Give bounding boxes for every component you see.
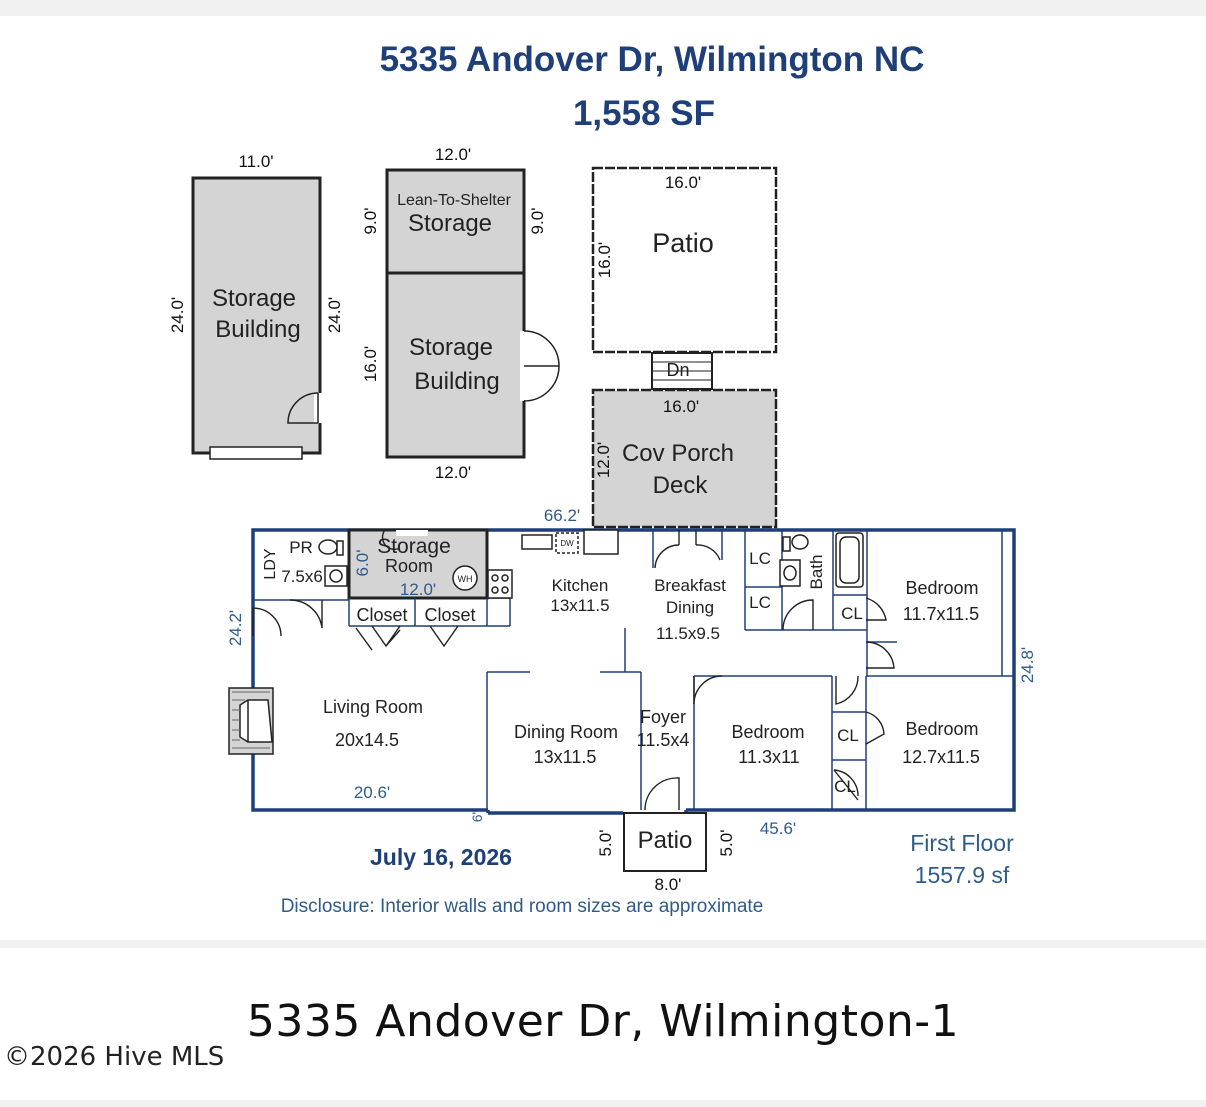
- dim-label: 16.0': [663, 397, 699, 416]
- room-label: Building: [414, 368, 499, 395]
- room-size: 11.5x4: [637, 730, 690, 750]
- room-label: Lean-To-Shelter: [397, 192, 512, 209]
- dim-label: 6': [469, 812, 485, 822]
- caption-bar: 5335 Andover Dr, Wilmington-1 ©2026 Hive…: [0, 948, 1206, 1100]
- room-label: CL: [834, 777, 856, 796]
- room-label: Dining Room: [514, 722, 618, 742]
- storage-building-left: 11.0' 24.0' 24.0' Storage Building: [168, 152, 344, 460]
- covered-porch: 16.0' 12.0' Cov Porch Deck: [591, 388, 778, 529]
- plan-title: 5335 Andover Dr, Wilmington NC: [380, 40, 925, 79]
- dim-label: 16.0': [665, 173, 701, 192]
- dim-label: 12.0': [400, 580, 436, 599]
- room-label: LC: [749, 549, 771, 568]
- house-floor-plan: WH DW LDY PR 7.5x6 Storage Room Closet C…: [226, 506, 1037, 838]
- room-label: Building: [215, 316, 300, 343]
- room-label: Dining: [666, 598, 714, 617]
- room-label: Closet: [356, 605, 407, 625]
- room-size: 13x11.5: [550, 596, 609, 615]
- dim-label: 45.6': [760, 819, 796, 838]
- garage-door: [209, 446, 303, 460]
- room-size: 7.5x6: [281, 567, 323, 586]
- dim-label: 24.2': [226, 610, 245, 646]
- water-heater: [452, 565, 478, 591]
- dim-label: 24.0': [325, 297, 344, 333]
- room-label: Patio: [638, 827, 693, 854]
- dim-label: 20.6': [354, 783, 390, 802]
- room-size: 11.5x9.5: [656, 624, 720, 643]
- wh-label: WH: [458, 574, 473, 584]
- room-label: Storage: [377, 535, 451, 558]
- copyright-watermark: ©2026 Hive MLS: [4, 1042, 225, 1072]
- room-label: CL: [841, 604, 863, 623]
- dim-label: 24.8': [1018, 647, 1037, 683]
- room-label: Deck: [653, 472, 709, 499]
- room-label: Closet: [424, 605, 475, 625]
- dim-label: 11.0': [238, 152, 273, 171]
- floor-label: First Floor: [910, 830, 1014, 856]
- room-size: 11.3x11: [738, 747, 799, 767]
- floor-plan-panel: 5335 Andover Dr, Wilmington NC 1,558 SF …: [0, 16, 1206, 940]
- dim-label: 8.0': [655, 875, 682, 894]
- room-label: LDY: [262, 548, 279, 579]
- image-caption: 5335 Andover Dr, Wilmington-1: [246, 996, 960, 1047]
- dim-label: 9.0': [528, 208, 547, 235]
- dim-label: 12.0': [435, 463, 471, 482]
- room-label: Bedroom: [905, 719, 978, 739]
- room-size: 13x11.5: [534, 747, 597, 767]
- room-size: 20x14.5: [335, 730, 399, 750]
- room-label: PR: [289, 538, 313, 557]
- dim-label: 16.0': [361, 346, 380, 382]
- dw-label: DW: [560, 539, 574, 548]
- room-label: Storage: [408, 210, 492, 237]
- room-label: Room: [385, 556, 433, 576]
- dim-label: 24.0': [168, 297, 187, 333]
- room-label: Kitchen: [552, 576, 609, 595]
- room-label: LC: [749, 593, 771, 612]
- dim-label: 5.0': [717, 830, 736, 857]
- dim-label: 9.0': [361, 208, 380, 235]
- floor-area: 1557.9 sf: [915, 862, 1010, 888]
- fireplace: [228, 687, 274, 755]
- plan-date: July 16, 2026: [370, 844, 512, 870]
- disclosure-text: Disclosure: Interior walls and room size…: [281, 896, 764, 917]
- room-label: CL: [837, 726, 859, 745]
- room-label: Living Room: [323, 697, 423, 717]
- patio-front: Patio 5.0' 5.0' 8.0': [596, 812, 736, 894]
- room-size: 12.7x11.5: [902, 747, 980, 767]
- room-label: Cov Porch: [622, 440, 734, 467]
- stairs-label: Dn: [666, 360, 689, 380]
- storage-building-mid: 12.0' 9.0' 9.0' Lean-To-Shelter Storage …: [361, 145, 560, 482]
- plan-total-sf: 1,558 SF: [573, 94, 715, 133]
- room-label: Bath: [807, 555, 826, 590]
- room-label: Storage: [409, 334, 493, 361]
- dim-label: 66.2': [544, 506, 580, 525]
- room-label: Patio: [652, 228, 714, 258]
- dim-label: 5.0': [596, 830, 615, 857]
- room-label: Foyer: [640, 707, 686, 727]
- dim-label: 16.0': [595, 242, 614, 278]
- dim-label: 6.0': [353, 550, 372, 577]
- door-swing: [287, 392, 319, 424]
- room-label: Bedroom: [731, 722, 804, 742]
- dim-label: 12.0': [435, 145, 471, 164]
- room-size: 11.7x11.5: [903, 604, 979, 624]
- room-label: Bedroom: [905, 578, 978, 598]
- room-label: Breakfast: [654, 576, 726, 595]
- double-door-swing: [523, 330, 560, 402]
- patio-top: 16.0' 16.0' Patio: [591, 166, 778, 354]
- room-label: Storage: [212, 285, 296, 312]
- stairs: Dn: [651, 352, 713, 390]
- floor-plan-diagram: 5335 Andover Dr, Wilmington NC 1,558 SF …: [168, 40, 1037, 917]
- dim-label: 12.0': [594, 442, 613, 478]
